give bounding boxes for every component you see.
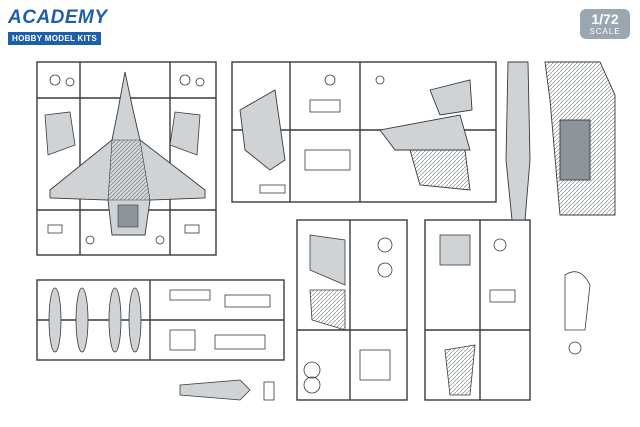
scale-word: SCALE bbox=[589, 27, 621, 36]
fuel-tanks-c bbox=[48, 287, 142, 353]
small-parts-c bbox=[169, 289, 271, 351]
sprue-frame-d bbox=[296, 219, 408, 401]
sprue-frame-c bbox=[36, 279, 285, 361]
parts-e bbox=[439, 234, 516, 396]
small-parts-a bbox=[47, 74, 205, 245]
scale-badge: 1/72 SCALE bbox=[580, 9, 630, 39]
scale-value: 1/72 bbox=[591, 11, 619, 27]
brand-name: ACADEMY bbox=[8, 7, 108, 28]
sprue-frame-e bbox=[424, 219, 531, 401]
brand-tagline: HOBBY MODEL KITS bbox=[8, 32, 101, 45]
canopy-parts bbox=[564, 271, 591, 355]
fin-parts-d bbox=[309, 234, 346, 331]
wheels-d bbox=[303, 237, 393, 394]
fuselage-top-part bbox=[49, 71, 206, 236]
vertical-fins-a bbox=[44, 111, 201, 156]
wing-parts-b bbox=[239, 79, 473, 191]
nose-cone-part bbox=[179, 379, 275, 401]
small-parts-b bbox=[259, 74, 385, 194]
academy-logo: ACADEMY HOBBY MODEL KITS bbox=[8, 8, 128, 46]
fuselage-halves bbox=[505, 61, 616, 221]
sprue-frame-a bbox=[36, 61, 217, 256]
